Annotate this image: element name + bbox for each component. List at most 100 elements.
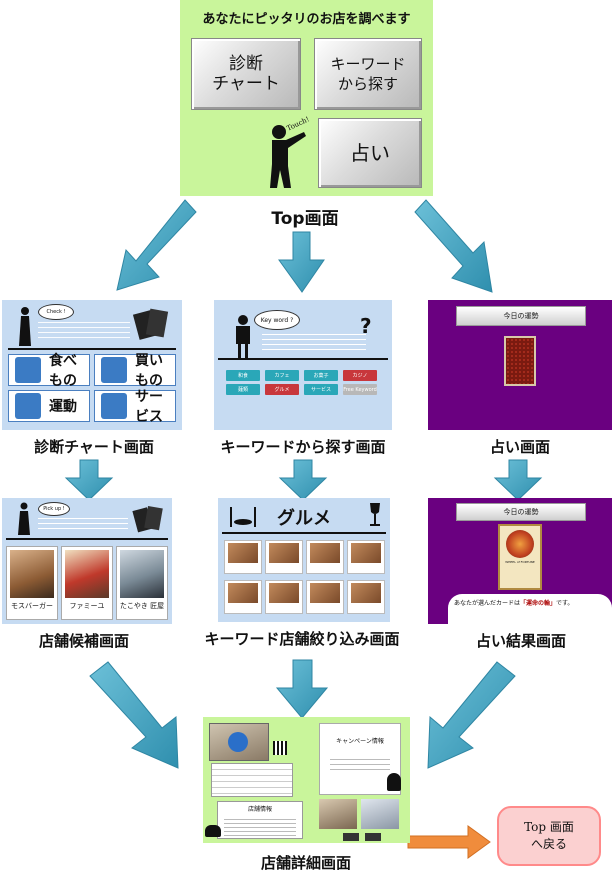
- shop-thumbnail[interactable]: [347, 580, 385, 614]
- cat-silhouette-icon: [387, 773, 401, 791]
- arrow-top-to-diagnosis: [116, 199, 197, 291]
- shop-photo: [228, 583, 258, 603]
- diagnosis-chart-screen: Check ! 食べもの 買いもの 運動 サービス: [2, 300, 182, 430]
- wine-glass-icon: [370, 503, 380, 526]
- store-card[interactable]: モスバーガー: [6, 546, 58, 620]
- fortune-button[interactable]: 占い: [318, 118, 422, 188]
- pickup-bubble: Pick up !: [38, 502, 70, 516]
- store-card[interactable]: ファミーユ: [61, 546, 113, 620]
- top-screen-label: Top画面: [271, 209, 339, 229]
- wheel-illustration: [506, 530, 534, 558]
- fortune-banner: 今日の運勢: [456, 306, 586, 326]
- result-tail: です。: [556, 600, 574, 607]
- keyword-filter-label: キーワード店舗絞り込み画面: [204, 630, 400, 648]
- divider: [8, 348, 176, 350]
- shop-photo: [351, 583, 381, 603]
- arrow-fortune-to-result: [493, 459, 543, 501]
- diagnosis-chart-button[interactable]: 診断 チャート: [191, 38, 301, 110]
- shop-thumbnail[interactable]: [306, 540, 344, 574]
- intro-text-lines: [38, 322, 130, 340]
- keyword-button[interactable]: お菓子: [304, 370, 338, 381]
- keyword-button[interactable]: グルメ: [265, 384, 299, 395]
- category-label: 運動: [49, 399, 77, 415]
- shop-photo: [361, 799, 399, 829]
- shop-thumbnail[interactable]: [306, 580, 344, 614]
- shop-photo: [269, 543, 299, 563]
- keyword-button[interactable]: Free Keyword: [343, 384, 377, 395]
- store-detail-screen: 店舗情報 キャンペーン情報: [203, 717, 410, 843]
- keyword-button[interactable]: 和食: [226, 370, 260, 381]
- fortune-banner: 今日の運勢: [456, 503, 586, 521]
- child-silhouette-icon: [270, 125, 306, 188]
- category-label: サービス: [135, 389, 163, 425]
- plate-icon: [15, 357, 41, 383]
- shop-photo: [269, 583, 299, 603]
- keyword-button[interactable]: サービス: [304, 384, 338, 395]
- divider: [222, 532, 386, 534]
- shop-photo: [310, 543, 340, 563]
- tarot-caption: WHEEL of FORTUNE: [505, 560, 535, 564]
- result-text-box: あなたが選んだカードは「運命の輪」です。: [448, 594, 612, 624]
- video-panel[interactable]: [209, 723, 269, 761]
- diagnosis-chart-label: 診断チャート画面: [34, 438, 154, 456]
- runner-icon: [15, 393, 41, 419]
- result-lead: あなたが選んだカードは: [454, 600, 521, 607]
- shop-thumbnail[interactable]: [265, 580, 303, 614]
- fortune-result-screen: 今日の運勢 WHEEL of FORTUNE あなたが選んだカードは「運命の輪」…: [428, 498, 612, 624]
- shopping-bag-icon: [101, 357, 127, 383]
- tarot-card-back[interactable]: [504, 336, 536, 386]
- arrow-top-to-fortune: [414, 199, 493, 293]
- detail-nav-button[interactable]: [365, 833, 381, 841]
- category-label: 食べもの: [49, 353, 77, 389]
- store-name: ファミーユ: [69, 602, 105, 610]
- store-info-lines: [224, 816, 296, 836]
- shop-photo: [351, 543, 381, 563]
- store-card[interactable]: たこやき 匠屋: [116, 546, 168, 620]
- category-food[interactable]: 食べもの: [8, 353, 90, 389]
- category-exercise[interactable]: 運動: [8, 390, 90, 422]
- shop-photo: [319, 799, 357, 829]
- category-label: 買いもの: [135, 353, 163, 389]
- shop-thumbnail[interactable]: [265, 540, 303, 574]
- keyword-search-button[interactable]: キーワード から探す: [314, 38, 422, 110]
- return-to-top-button[interactable]: Top 画面 へ戻る: [497, 806, 601, 866]
- store-photo: [65, 550, 109, 598]
- keyword-button[interactable]: カフェ: [265, 370, 299, 381]
- arrow-detail-to-return: [407, 825, 491, 859]
- keyword-search-screen: Key word ? ? 和食 カフェ お菓子 カジノ 麺類 グルメ サービス …: [214, 300, 392, 430]
- shop-thumbnail[interactable]: [347, 540, 385, 574]
- keyword-button[interactable]: カジノ: [343, 370, 377, 381]
- reader-silhouette-icon: [236, 315, 250, 360]
- fortune-screen: 今日の運勢: [428, 300, 612, 430]
- store-photo: [10, 550, 54, 598]
- store-info-card: 店舗情報: [217, 801, 303, 839]
- fortune-banner-text: 今日の運勢: [503, 508, 539, 516]
- play-icon[interactable]: [228, 732, 248, 752]
- keyword-filter-screen: グルメ: [218, 498, 390, 622]
- building-icon: [101, 393, 127, 419]
- keyword-search-label: キーワードから探す画面: [220, 438, 386, 456]
- keyword-bubble: Key word ?: [254, 310, 300, 330]
- fortune-result-label: 占い結果画面: [475, 632, 566, 650]
- cards-icon: [132, 308, 169, 340]
- arrow-filter-to-detail: [275, 659, 329, 719]
- keyword-button[interactable]: 麺類: [226, 384, 260, 395]
- check-bubble: Check !: [38, 304, 74, 320]
- arrow-diagnosis-to-candidate: [64, 459, 114, 501]
- divider: [218, 358, 388, 360]
- store-photo: [120, 550, 164, 598]
- store-detail-label: 店舗詳細画面: [260, 854, 351, 872]
- shop-thumbnail[interactable]: [224, 580, 262, 614]
- question-mark-icon: ?: [360, 314, 372, 338]
- category-shopping[interactable]: 買いもの: [94, 353, 176, 389]
- shop-thumbnail[interactable]: [224, 540, 262, 574]
- fortune-label: 占い画面: [489, 438, 550, 456]
- guide-silhouette-icon: [19, 307, 31, 346]
- store-candidate-screen: Pick up ! モスバーガー ファミーユ たこやき 匠屋: [2, 498, 172, 624]
- fortune-banner-text: 今日の運勢: [503, 312, 539, 320]
- arrow-top-to-keyword: [278, 231, 325, 293]
- campaign-lines: [330, 755, 390, 771]
- category-service[interactable]: サービス: [94, 389, 176, 425]
- detail-nav-button[interactable]: [343, 833, 359, 841]
